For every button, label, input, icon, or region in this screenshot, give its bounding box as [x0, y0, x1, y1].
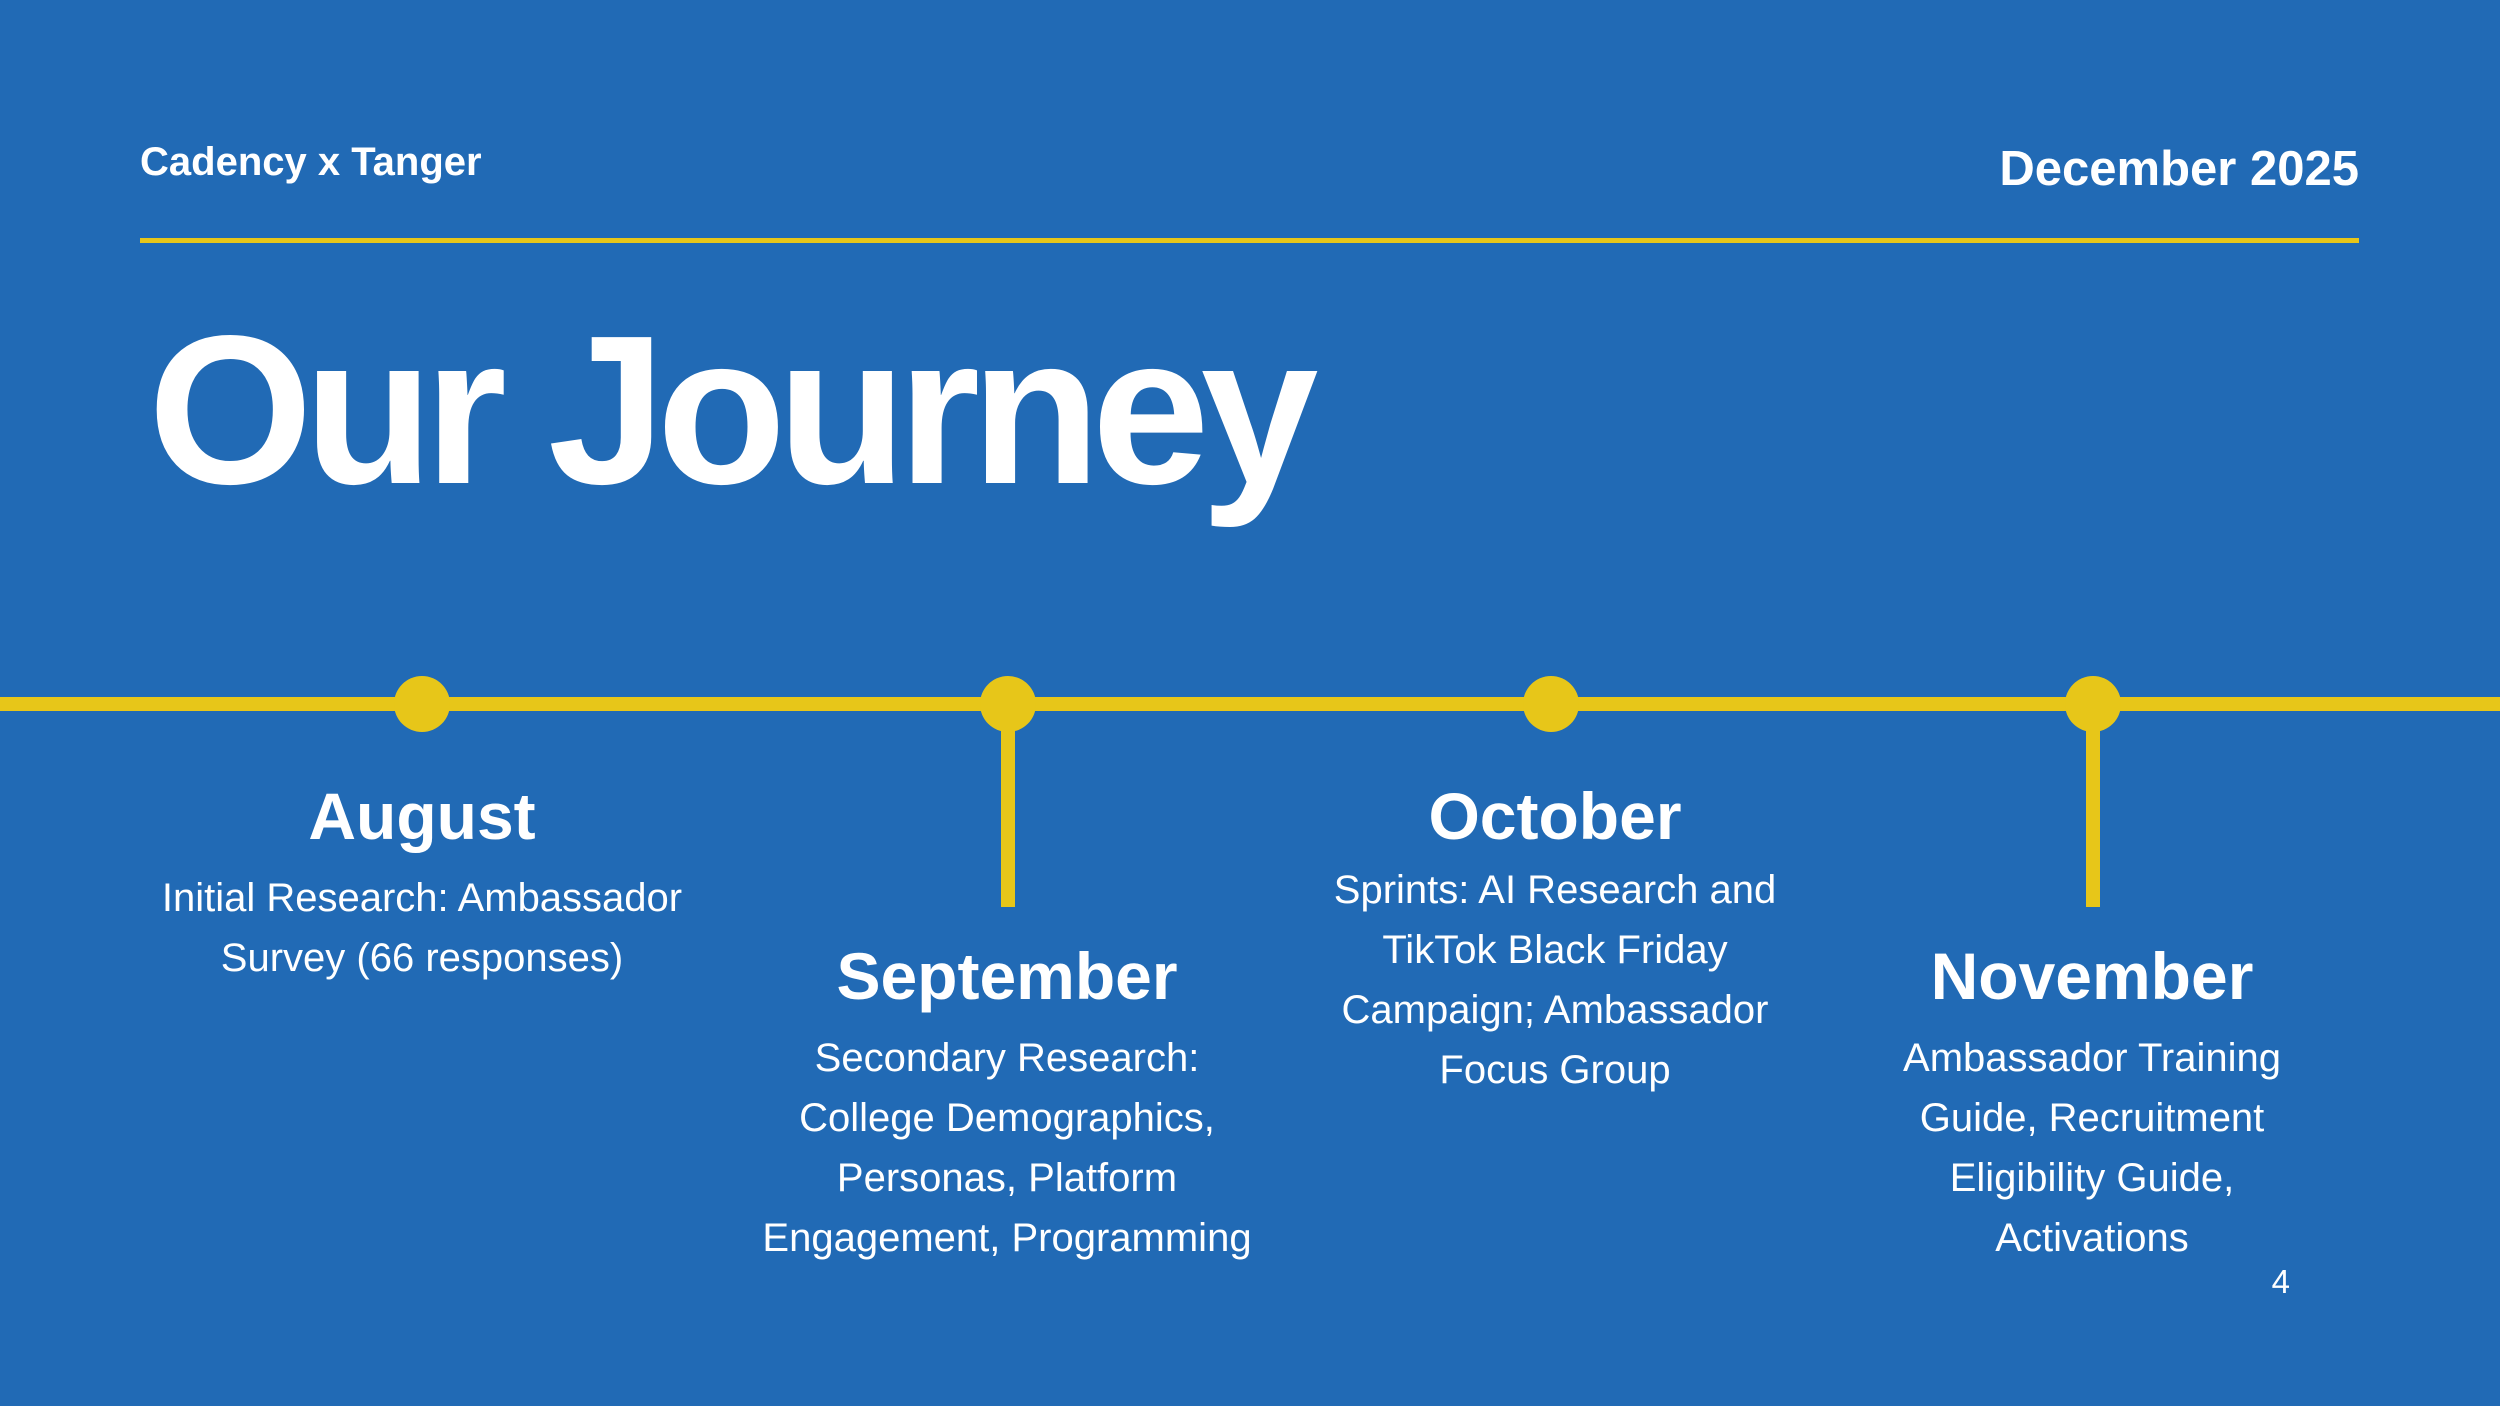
milestone-description: Secondary Research: College Demographics…: [762, 1036, 1252, 1260]
milestone-november: November Ambassador Training Guide, Recr…: [1792, 938, 2392, 1268]
milestone-september: September Secondary Research: College De…: [707, 938, 1307, 1268]
timeline-dot-october: [1523, 676, 1579, 732]
timeline-stem-november: [2086, 704, 2100, 907]
page-number: 4: [2271, 1263, 2290, 1300]
timeline-stem-september: [1001, 704, 1015, 907]
milestone-description: Ambassador Training Guide, Recruitment E…: [1903, 1036, 2281, 1260]
timeline-line: [0, 697, 2500, 711]
milestone-month: August: [308, 779, 536, 853]
milestone-description: Initial Research: Ambassador Survey (66 …: [161, 876, 683, 980]
milestone-month: November: [1930, 939, 2254, 1013]
header-divider: [140, 238, 2359, 243]
milestone-month: October: [1428, 779, 1682, 853]
milestone-october: October Sprints: AI Research and TikTok …: [1255, 778, 1855, 1100]
presentation-date: December 2025: [1999, 142, 2359, 196]
brand-label: Cadency x Tanger: [140, 140, 482, 184]
milestone-description: Sprints: AI Research and TikTok Black Fr…: [1333, 868, 1777, 1092]
page-title: Our Journey: [148, 291, 1319, 528]
milestone-month: September: [836, 939, 1178, 1013]
milestone-august: August Initial Research: Ambassador Surv…: [122, 778, 722, 988]
timeline-dot-august: [394, 676, 450, 732]
